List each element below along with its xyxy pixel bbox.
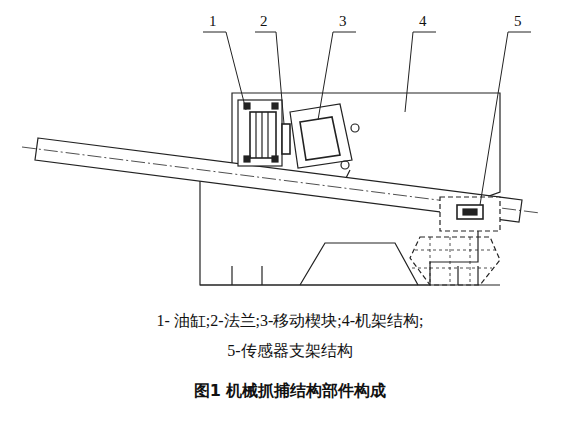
- leader-lines: [203, 32, 531, 205]
- cylinder-block: [238, 100, 282, 166]
- callout-number: 4: [419, 12, 427, 30]
- flange: [282, 124, 290, 154]
- frame-cutout: [300, 243, 418, 285]
- sensor-bracket: [410, 197, 500, 285]
- callout-number: 3: [339, 12, 347, 30]
- moving-wedge: [290, 104, 359, 169]
- callout-number: 1: [209, 12, 217, 30]
- callout-number: 2: [260, 12, 268, 30]
- frame-feet: [200, 266, 500, 285]
- part-list: 1- 油缸;2-法兰;3-移动楔块;4-机架结构;: [156, 311, 423, 330]
- callout-number: 5: [514, 12, 522, 30]
- part-list: 5-传感器支架结构: [227, 341, 352, 360]
- figure-caption: 图1 机械抓捕结构部件构成: [194, 381, 387, 400]
